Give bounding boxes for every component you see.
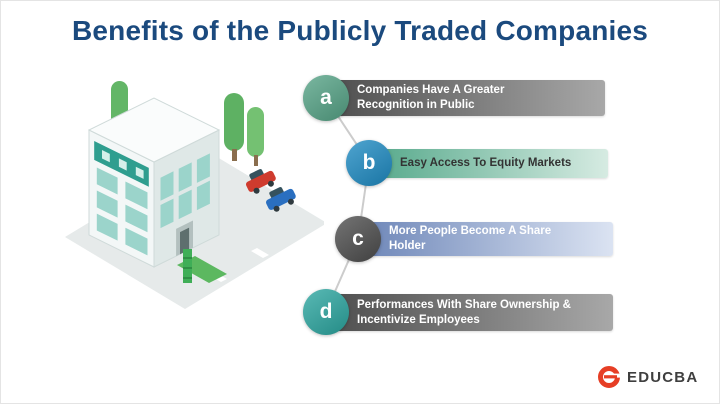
office-building-illustration — [59, 65, 324, 310]
tree-icon — [224, 93, 244, 161]
benefit-letter-badge-a: a — [303, 75, 349, 121]
red-car-icon — [246, 169, 276, 194]
benefit-row-b: Easy Access To Equity Markets b — [346, 140, 608, 186]
benefit-letter: c — [352, 227, 364, 250]
benefit-row-d: Performances With Share Ownership & Ince… — [303, 289, 613, 335]
building-left-face-windows — [94, 140, 149, 256]
benefit-letter-badge-c: c — [335, 216, 381, 262]
benefit-row-c: More People Become A Share Holder c — [335, 216, 613, 262]
benefit-bar-d: Performances With Share Ownership & Ince… — [329, 294, 613, 331]
road-marking — [251, 248, 269, 258]
page-title: Benefits of the Publicly Traded Companie… — [71, 15, 649, 46]
building-door — [180, 227, 190, 255]
educba-logo: EDUCBA — [597, 365, 698, 389]
benefit-bar-a: Companies Have A Greater Recognition in … — [329, 80, 605, 116]
benefit-bar-c: More People Become A Share Holder — [361, 222, 613, 256]
benefit-label: Performances With Share Ownership & Ince… — [357, 298, 571, 326]
building-right-face-windows — [160, 153, 210, 257]
building-scene — [65, 81, 324, 309]
tree-icon — [247, 107, 264, 166]
office-building — [87, 97, 221, 268]
benefit-label: More People Become A Share Holder — [389, 225, 552, 252]
connector-polyline — [325, 97, 371, 313]
green-post — [183, 249, 192, 283]
educba-e-icon — [598, 366, 621, 388]
educba-logo-text: EDUCBA — [627, 368, 699, 386]
benefit-bar-b: Easy Access To Equity Markets — [372, 149, 608, 178]
benefit-letter-badge-b: b — [346, 140, 392, 186]
benefit-label: Companies Have A Greater Recognition in … — [357, 84, 505, 111]
benefit-label: Easy Access To Equity Markets — [400, 157, 572, 170]
benefit-letter: b — [362, 151, 376, 174]
benefit-letter: a — [320, 86, 332, 109]
benefit-letter-badge-d: d — [303, 289, 349, 335]
benefit-letter: d — [319, 300, 333, 323]
blue-car-icon — [266, 187, 296, 212]
benefit-row-a: Companies Have A Greater Recognition in … — [303, 75, 605, 121]
